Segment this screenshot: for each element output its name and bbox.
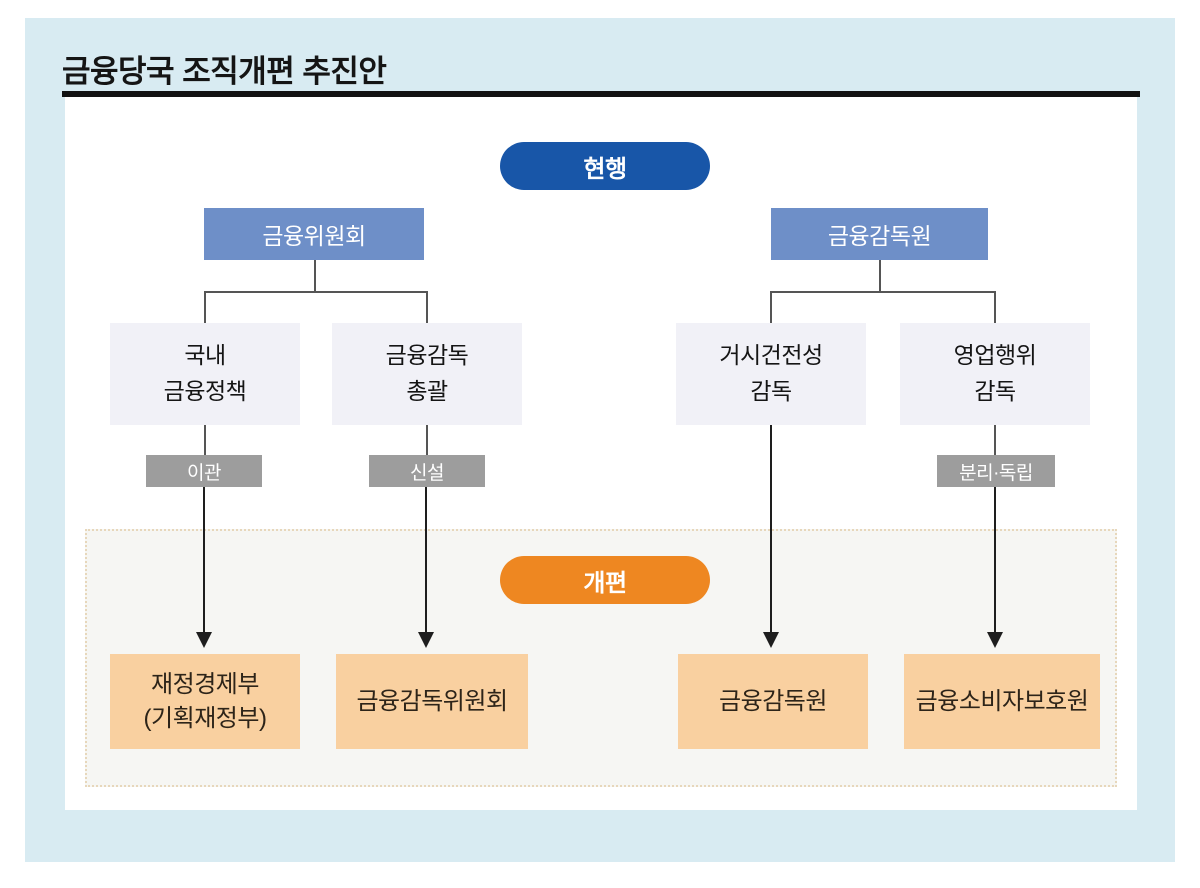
arrow-head-icon bbox=[763, 632, 779, 648]
arrow-line bbox=[425, 487, 427, 633]
function-box-domestic-policy: 국내 금융정책 bbox=[110, 323, 300, 425]
parent-box-fss: 금융감독원 bbox=[771, 208, 988, 260]
parent-box-fsc: 금융위원회 bbox=[204, 208, 424, 260]
stage-current-badge: 현행 bbox=[500, 142, 710, 190]
transition-tag-transfer: 이관 bbox=[146, 455, 262, 487]
arrow-head-icon bbox=[987, 632, 1003, 648]
arrow-head-icon bbox=[196, 632, 212, 648]
reform-box-supervisory-commission: 금융감독위원회 bbox=[336, 654, 528, 749]
reform-box-fss: 금융감독원 bbox=[678, 654, 868, 749]
connector-line bbox=[426, 425, 428, 455]
reform-box-consumer-protection: 금융소비자보호원 bbox=[904, 654, 1100, 749]
function-box-macroprudential: 거시건전성 감독 bbox=[676, 323, 866, 425]
transition-tag-separation: 분리·독립 bbox=[937, 455, 1055, 487]
connector-line bbox=[770, 291, 996, 293]
connector-line bbox=[994, 291, 996, 323]
arrow-line bbox=[203, 487, 205, 633]
function-box-conduct: 영업행위 감독 bbox=[900, 323, 1090, 425]
connector-line bbox=[426, 291, 428, 323]
arrow-line bbox=[770, 425, 772, 633]
connector-line bbox=[204, 425, 206, 455]
title-underline bbox=[62, 91, 1140, 97]
page-title: 금융당국 조직개편 추진안 bbox=[62, 54, 387, 89]
connector-line bbox=[994, 425, 996, 455]
connector-line bbox=[314, 260, 316, 291]
arrow-head-icon bbox=[418, 632, 434, 648]
function-box-supervision-general: 금융감독 총괄 bbox=[332, 323, 522, 425]
connector-line bbox=[879, 260, 881, 291]
connector-line bbox=[770, 291, 772, 323]
reform-box-finance-ministry: 재정경제부 (기획재정부) bbox=[110, 654, 300, 749]
transition-tag-new: 신설 bbox=[369, 455, 485, 487]
connector-line bbox=[204, 291, 428, 293]
connector-line bbox=[204, 291, 206, 323]
arrow-line bbox=[994, 487, 996, 633]
stage-reform-badge: 개편 bbox=[500, 556, 710, 604]
